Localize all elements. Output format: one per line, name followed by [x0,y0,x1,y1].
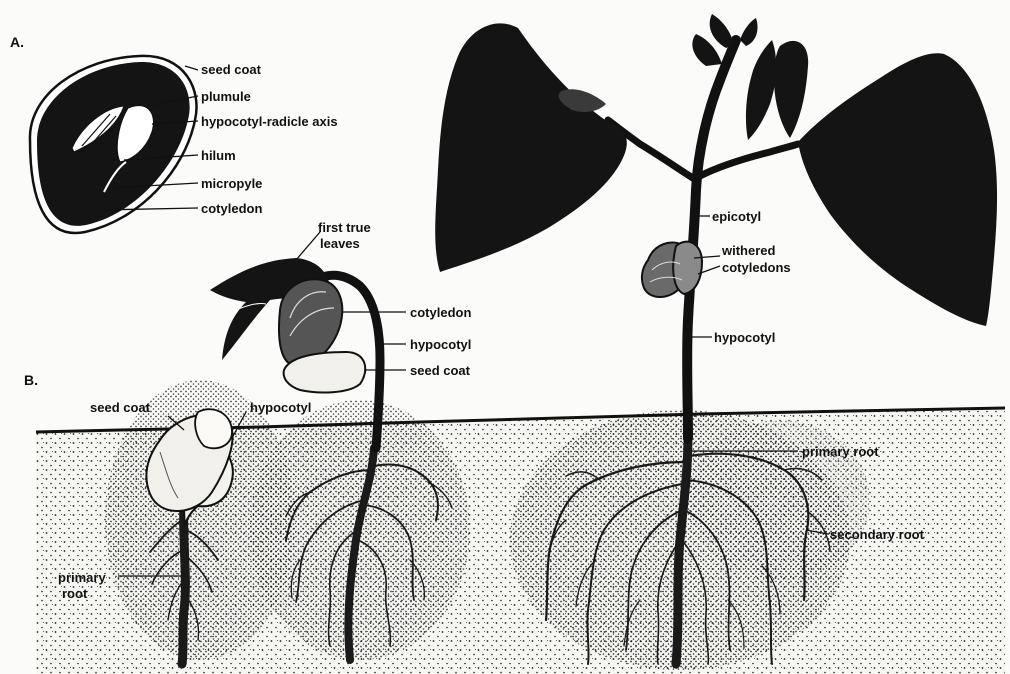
stage3-stem [687,40,736,438]
stage3-withered-cotyledon-right [673,242,702,294]
label-hypocotyl-stage2: hypocotyl [410,337,471,352]
label-seed-coat-stage1: seed coat [90,400,151,415]
label-first-true-1: first true [318,220,371,235]
label-hypocotyl-stage3: hypocotyl [714,330,775,345]
label-epicotyl: epicotyl [712,209,761,224]
label-first-true-2: leaves [320,236,360,251]
section-a-label: A. [10,34,24,50]
label-hypocotyl-stage1: hypocotyl [250,400,311,415]
label-seed-coat-stage2: seed coat [410,363,471,378]
label-withered-1: withered [721,243,776,258]
label-cotyledon-stage2: cotyledon [410,305,471,320]
stage3-left-leaf [435,23,627,272]
label-hilum: hilum [201,148,236,163]
seed-cross-section [30,56,197,233]
label-primary-root-2: root [62,586,88,601]
label-withered-2: cotyledons [722,260,791,275]
label-seed-coat-a: seed coat [201,62,262,77]
label-plumule: plumule [201,89,251,104]
label-primary-root: primary root [802,444,879,459]
label-primary-root-1: primary [58,570,106,585]
stage3-right-leaf [798,53,997,326]
section-b-label: B. [24,372,38,388]
stage3-young-leaf [774,41,808,138]
label-cotyledon-a: cotyledon [201,201,262,216]
stage3-bud-top [710,14,734,48]
stage3-bud-right [740,18,758,46]
label-micropyle: micropyle [201,176,262,191]
label-hypocotyl-radicle-axis: hypocotyl-radicle axis [201,114,338,129]
stage3-plant [435,14,997,438]
stage3-right-petiole [700,144,798,176]
label-secondary-root: secondary root [830,527,925,542]
leader-first-true-leaves [296,232,320,260]
stage3-young-leaf-2 [746,40,776,140]
